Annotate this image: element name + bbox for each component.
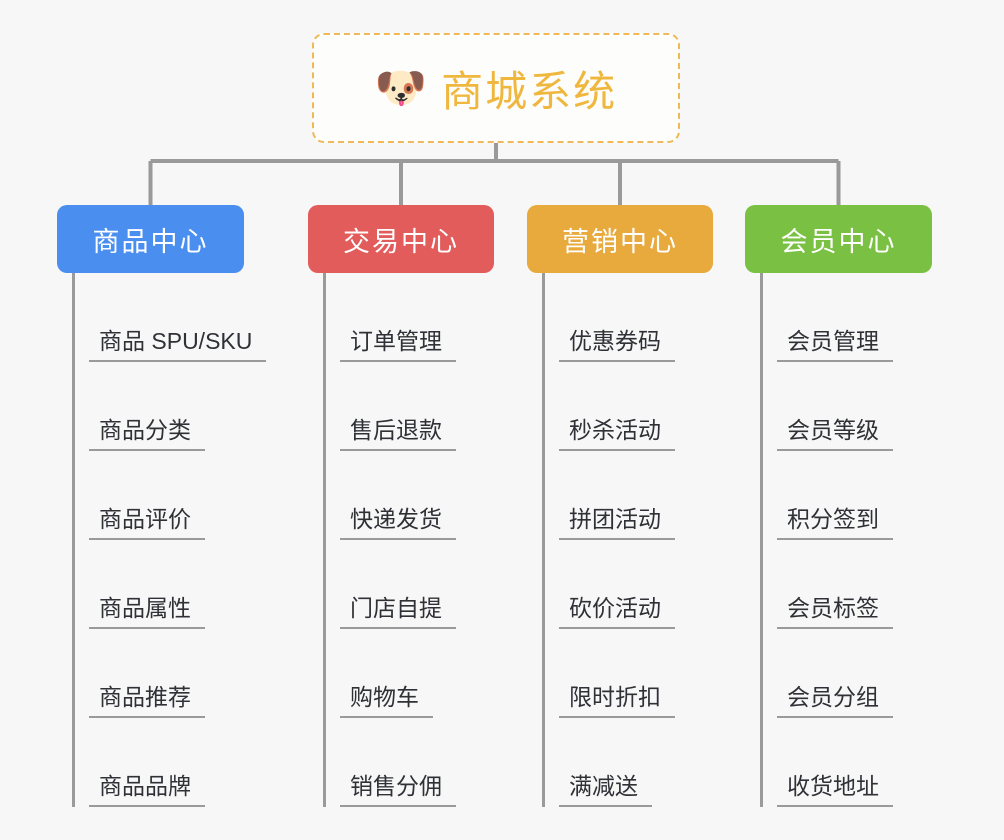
leaf-item[interactable]: 订单管理 (308, 273, 494, 362)
leaf-item-label: 商品 SPU/SKU (89, 328, 267, 362)
leaf-item[interactable]: 拼团活动 (527, 451, 713, 540)
leaf-item[interactable]: 门店自提 (308, 540, 494, 629)
branch-spine (542, 273, 545, 807)
leaf-item[interactable]: 秒杀活动 (527, 362, 713, 451)
shiba-dog-face-icon: 🐶 (374, 64, 428, 111)
leaf-item[interactable]: 商品评价 (57, 451, 244, 540)
leaf-item-label: 售后退款 (340, 417, 456, 451)
leaf-list-trade-center: 订单管理售后退款快递发货门店自提购物车销售分佣 (308, 273, 494, 807)
leaf-item[interactable]: 满减送 (527, 718, 713, 807)
leaf-item-label: 砍价活动 (559, 595, 675, 629)
leaf-item-label: 收货地址 (777, 773, 893, 807)
category-header-member-center[interactable]: 会员中心 (745, 205, 932, 273)
leaf-item[interactable]: 会员等级 (745, 362, 932, 451)
leaf-item-label: 优惠券码 (559, 328, 675, 362)
leaf-item[interactable]: 会员标签 (745, 540, 932, 629)
leaf-item[interactable]: 商品分类 (57, 362, 244, 451)
branch-spine (323, 273, 326, 807)
column-trade-center: 交易中心订单管理售后退款快递发货门店自提购物车销售分佣 (308, 205, 494, 807)
leaf-item[interactable]: 商品推荐 (57, 629, 244, 718)
column-member-center: 会员中心会员管理会员等级积分签到会员标签会员分组收货地址 (745, 205, 932, 807)
leaf-item-label: 快递发货 (340, 506, 456, 540)
leaf-item-label: 秒杀活动 (559, 417, 675, 451)
leaf-item-label: 商品评价 (89, 506, 205, 540)
leaf-item-label: 购物车 (340, 684, 433, 718)
leaf-item-label: 会员等级 (777, 417, 893, 451)
leaf-item[interactable]: 优惠券码 (527, 273, 713, 362)
leaf-item-label: 积分签到 (777, 506, 893, 540)
category-header-label: 交易中心 (343, 226, 459, 257)
category-header-label: 商品中心 (92, 226, 209, 257)
branch-spine (760, 273, 763, 807)
category-header-label: 营销中心 (562, 226, 678, 257)
leaf-item[interactable]: 会员管理 (745, 273, 932, 362)
leaf-item-label: 门店自提 (340, 595, 456, 629)
leaf-list-marketing-center: 优惠券码秒杀活动拼团活动砍价活动限时折扣满减送 (527, 273, 713, 807)
column-product-center: 商品中心商品 SPU/SKU 商品分类商品评价商品属性商品推荐商品品牌 (57, 205, 267, 807)
leaf-item-label: 销售分佣 (340, 773, 456, 807)
leaf-item-label: 商品推荐 (89, 684, 205, 718)
leaf-item-label: 限时折扣 (559, 684, 675, 718)
leaf-item[interactable]: 商品属性 (57, 540, 244, 629)
leaf-item[interactable]: 购物车 (308, 629, 494, 718)
leaf-item-label: 满减送 (559, 773, 652, 807)
leaf-list-member-center: 会员管理会员等级积分签到会员标签会员分组收货地址 (745, 273, 932, 807)
leaf-item[interactable]: 快递发货 (308, 451, 494, 540)
category-header-label: 会员中心 (780, 226, 897, 257)
leaf-item[interactable]: 商品 SPU/SKU (57, 273, 267, 362)
category-header-marketing-center[interactable]: 营销中心 (527, 205, 713, 273)
leaf-item-label: 商品属性 (89, 595, 205, 629)
leaf-item[interactable]: 商品品牌 (57, 718, 244, 807)
leaf-item[interactable]: 会员分组 (745, 629, 932, 718)
leaf-list-product-center: 商品 SPU/SKU 商品分类商品评价商品属性商品推荐商品品牌 (57, 273, 267, 807)
leaf-item-label: 会员分组 (777, 684, 893, 718)
leaf-item[interactable]: 限时折扣 (527, 629, 713, 718)
leaf-item-label: 商品分类 (89, 417, 205, 451)
leaf-item[interactable]: 砍价活动 (527, 540, 713, 629)
leaf-item[interactable]: 收货地址 (745, 718, 932, 807)
root-title: 商城系统 (441, 67, 618, 115)
leaf-item-label: 订单管理 (340, 328, 456, 362)
category-header-product-center[interactable]: 商品中心 (57, 205, 244, 273)
leaf-item[interactable]: 积分签到 (745, 451, 932, 540)
root-node[interactable]: 🐶 商城系统 (312, 33, 680, 143)
leaf-item-label: 会员管理 (777, 328, 893, 362)
category-header-trade-center[interactable]: 交易中心 (308, 205, 494, 273)
leaf-item-label: 商品品牌 (89, 773, 205, 807)
branch-spine (72, 273, 75, 807)
leaf-item-label: 拼团活动 (559, 506, 675, 540)
column-marketing-center: 营销中心优惠券码秒杀活动拼团活动砍价活动限时折扣满减送 (527, 205, 713, 807)
leaf-item[interactable]: 销售分佣 (308, 718, 494, 807)
leaf-item[interactable]: 售后退款 (308, 362, 494, 451)
leaf-item-label: 会员标签 (777, 595, 893, 629)
